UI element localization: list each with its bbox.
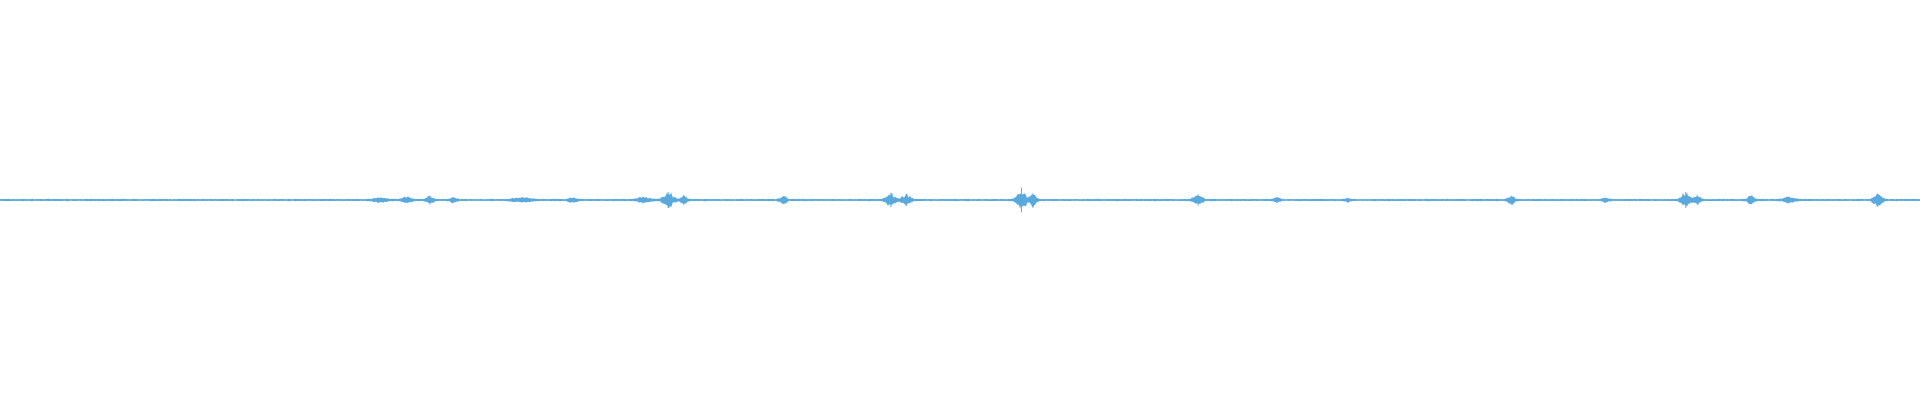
waveform-burst-5	[571, 198, 573, 202]
waveform-burst-19	[1685, 192, 1687, 208]
waveform-burst-6	[642, 197, 644, 203]
waveform-burst-12	[1020, 187, 1022, 213]
waveform-burst-16	[1347, 198, 1349, 202]
waveform-burst-3	[452, 197, 454, 203]
waveform-burst-7	[667, 192, 669, 208]
waveform-burst-15	[1276, 197, 1278, 203]
waveform-burst-9	[782, 196, 784, 204]
waveform-burst-13	[1032, 193, 1034, 207]
waveform-burst-21	[1750, 195, 1752, 205]
waveform-burst-1	[406, 196, 408, 204]
waveform-series	[0, 187, 1920, 213]
waveform-burst-18	[1604, 197, 1606, 203]
waveform-burst-23	[1877, 193, 1879, 207]
waveform-burst-0	[379, 197, 381, 203]
waveform-burst-10	[890, 192, 892, 208]
waveform-burst-17	[1510, 195, 1512, 205]
waveform-burst-22	[1788, 196, 1790, 204]
waveform-burst-4	[521, 197, 523, 203]
waveform-burst-2	[429, 195, 431, 205]
waveform-burst-14	[1197, 194, 1199, 206]
waveform-burst-8	[683, 195, 685, 205]
waveform-burst-11	[905, 194, 907, 206]
waveform-envelope	[0, 192, 1920, 209]
waveform-burst-20	[1696, 195, 1698, 205]
